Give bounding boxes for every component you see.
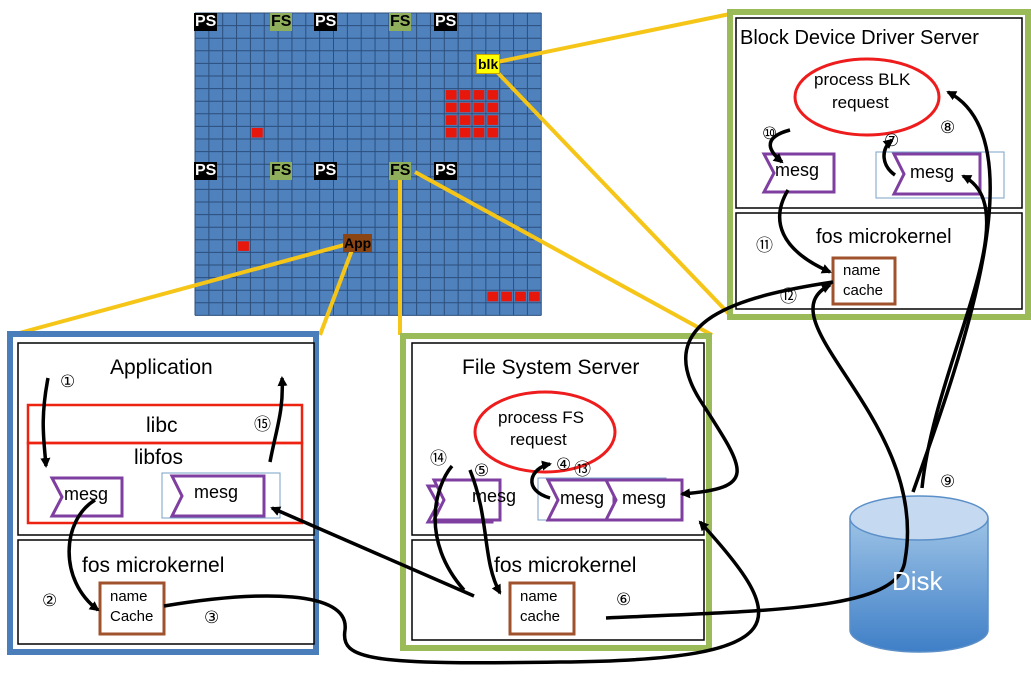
mesg-shape [169,474,266,518]
blk-cache-name: name [843,262,881,279]
process-tile [501,291,513,302]
disk-label: Disk [892,566,943,596]
blk-cache-label: cache [843,282,884,299]
mesg-shape [761,152,836,194]
grid-ps-label-4: PS [194,162,218,180]
fs-mesg-in-b: mesg [622,488,667,508]
step-4: ④ [556,455,572,474]
process-tile [445,115,457,125]
process-tile [251,127,263,138]
step-15: ⑮ [254,415,271,434]
step-13: ⑬ [574,460,591,479]
step-1: ① [60,372,76,391]
step-8: ⑧ [940,118,956,137]
step-9: ⑨ [940,472,956,491]
grid-app-label: App [343,234,373,252]
fs-process-line1: process FS [498,408,584,427]
fs-title: File System Server [462,356,640,379]
blk-mesg-in: mesg [910,162,955,182]
process-tile [473,90,485,100]
process-tile [473,115,485,125]
process-tile [459,90,471,100]
disk-cylinder [849,495,989,653]
process-tile [515,291,526,302]
process-tile [487,127,499,138]
process-tile [459,127,471,138]
app-cache-name: name [110,588,148,605]
process-tile [459,115,471,125]
step-11: ⑪ [756,236,773,255]
process-tile [487,102,499,113]
step-6: ⑥ [616,590,632,609]
process-tile [528,291,540,302]
step-7: ⑦ [884,131,900,150]
step-10: ⑩ [762,124,778,143]
process-tile [445,90,457,100]
process-tile [445,102,457,113]
process-tile [487,291,499,302]
libfos-label: libfos [134,446,184,469]
grid-blk-label: blk [476,54,501,74]
process-tile [487,115,499,125]
blk-mesg-out: mesg [775,160,820,180]
mesg-shape [431,478,502,522]
app-kernel-label: fos microkernel [82,554,225,577]
message-shapes [49,152,982,524]
grid-fs-label-2: FS [389,13,412,31]
step-3: ③ [204,608,220,627]
step-2: ② [42,591,58,610]
process-tile [473,127,485,138]
zoom-lines [11,12,732,337]
step-5: ⑤ [474,461,490,480]
fs-mesg-out: mesg [472,486,517,506]
mesg-shape [545,478,616,522]
grid-fs-label-1: FS [270,13,293,31]
process-tile [487,90,499,100]
process-tile [445,127,457,138]
blk-kernel-label: fos microkernel [816,226,952,248]
process-tile [238,241,249,251]
process-tile [473,102,485,113]
grid-ps-label-5: PS [314,162,338,180]
blk-process-line1: process BLK [814,70,911,89]
step-12: ⑫ [780,287,797,306]
fs-process-line2: request [510,430,567,449]
fs-kernel-label: fos microkernel [494,554,637,577]
libc-label: libc [146,414,178,437]
fs-cache-label: cache [520,608,561,625]
flow-arrows [40,90,992,665]
fs-mesg-in-a: mesg [560,488,605,508]
mesg-shape [49,476,124,518]
grid-fs-label-3: FS [270,162,293,180]
blk-title: Block Device Driver Server [740,27,979,49]
app-mesg-out: mesg [64,484,109,504]
grid-ps-label-3: PS [434,13,458,31]
process-tile [459,102,471,113]
mesg-shape [891,152,982,196]
app-cache-label: Cache [110,608,154,625]
grid-ps-label-2: PS [314,13,338,31]
fs-cache-name: name [520,588,558,605]
app-mesg-in: mesg [194,482,239,502]
grid-fs-label-4: FS [389,162,412,180]
step-14: ⑭ [430,449,447,468]
grid-ps-label-1: PS [194,13,218,31]
application-title: Application [110,356,213,379]
blk-process-line2: request [832,93,889,112]
mesg-shape [603,478,684,522]
grid-ps-label-6: PS [434,162,458,180]
